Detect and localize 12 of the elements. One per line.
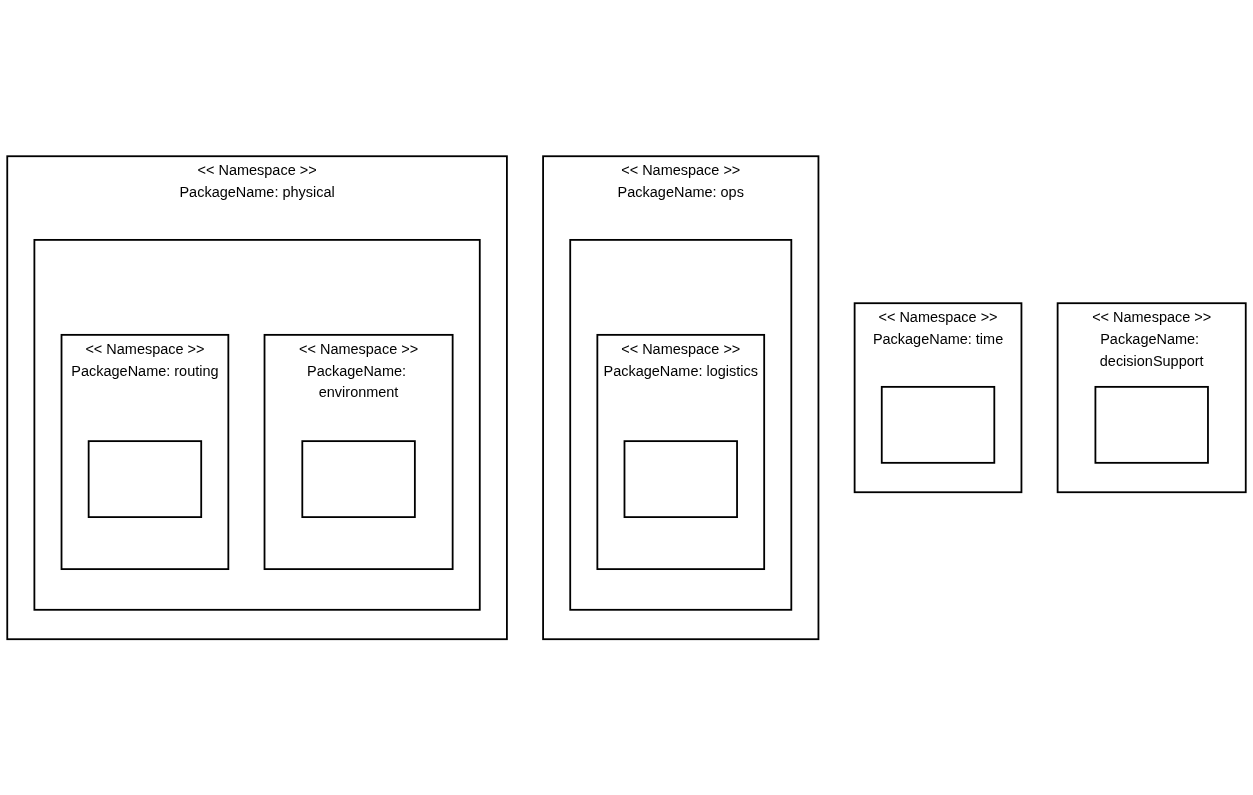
cluster: << Namespace >> PackageName: time [853, 302, 1023, 493]
cluster: << Namespace >> PackageName: routing [60, 333, 230, 570]
cluster: << Namespace >> PackageName: decisionSupport [1056, 302, 1247, 493]
cluster [33, 238, 481, 611]
cluster [569, 238, 793, 611]
cluster: << Namespace >> PackageName: environment [263, 333, 454, 570]
node-box [1094, 385, 1209, 464]
node-box [301, 440, 416, 518]
node-box [623, 440, 738, 518]
node-box [880, 385, 996, 464]
cluster: << Namespace >> PackageName: logistics [596, 333, 766, 570]
node-box [87, 440, 203, 518]
